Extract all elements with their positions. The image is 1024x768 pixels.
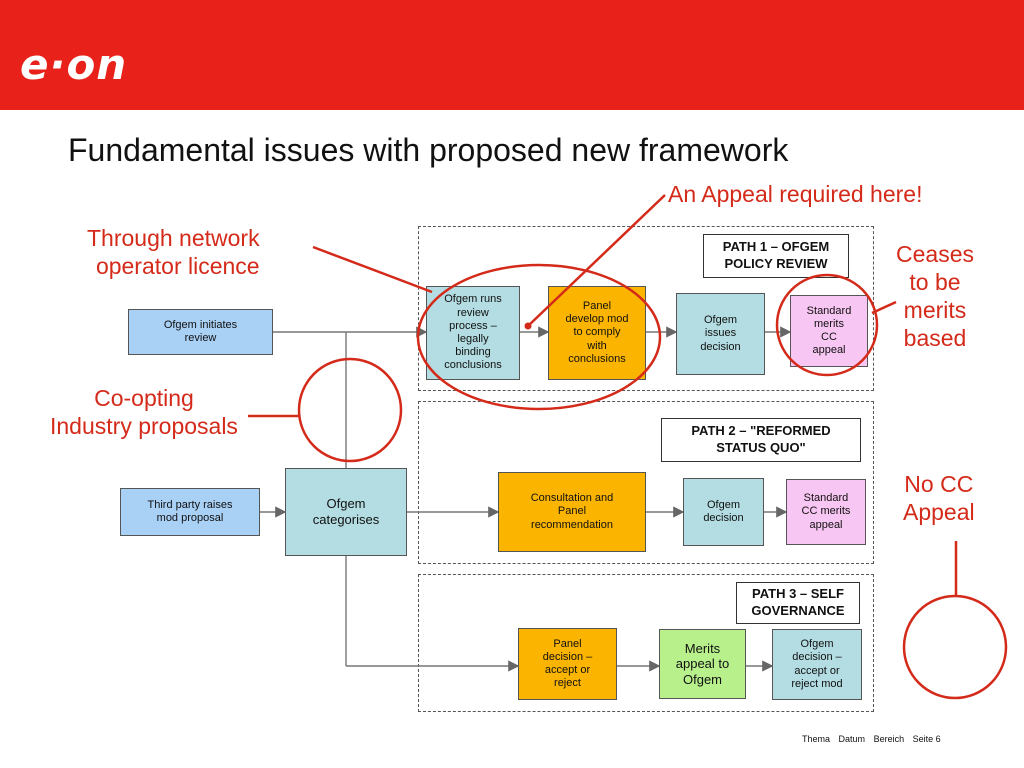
path1-cc-appeal-box: Standard merits CC appeal [790,295,868,367]
ceases-merits-note: Ceases to be merits based [896,241,974,352]
path2-frame [418,401,874,564]
path1-panel-develop-box: Panel develop mod to comply with conclus… [548,286,646,380]
path1-label: PATH 1 – OFGEM POLICY REVIEW [703,234,849,278]
third-party-mod-proposal-box: Third party raises mod proposal [120,488,260,536]
footer: Thema Datum Bereich Seite 6 [802,734,947,744]
path1-highlight-ellipse [416,263,662,411]
ofgem-initiates-review-box: Ofgem initiates review [128,309,273,355]
co-opting-note: Co-opting Industry proposals [50,385,238,440]
network-licence-pointer [312,245,433,294]
path1-ofgem-decision-box: Ofgem issues decision [676,293,765,375]
footer-page-number: Seite 6 [912,734,941,744]
appeal-required-pointer [527,194,666,327]
no-cc-appeal-note: No CC Appeal [903,471,975,526]
path3-panel-decision-box: Panel decision – accept or reject [518,628,617,700]
ofgem-categorises-box: Ofgem categorises [285,468,407,556]
path3-label: PATH 3 – SELF GOVERNANCE [736,582,860,624]
path3-merits-appeal-box: Merits appeal to Ofgem [659,629,746,699]
no-cc-appeal-circle [902,594,1008,700]
footer-bereich: Bereich [873,734,905,744]
footer-datum: Datum [838,734,866,744]
path2-label: PATH 2 – "REFORMED STATUS QUO" [661,418,861,462]
path3-frame [418,574,874,712]
header-bar: e·on [0,0,1024,110]
ceases-pointer [871,300,897,315]
appeal-required-note: An Appeal required here! [668,181,923,207]
footer-thema: Thema [802,734,831,744]
eon-logo: e·on [20,40,128,89]
path2-ofgem-decision-box: Ofgem decision [683,478,764,546]
path3-ofgem-decision-box: Ofgem decision – accept or reject mod [772,629,862,700]
pointer-dot [524,322,532,330]
path2-consultation-box: Consultation and Panel recommendation [498,472,646,552]
slide-title: Fundamental issues with proposed new fra… [68,132,789,168]
cc-appeal-highlight-circle [775,273,879,377]
through-network-note: Through network operator licence [87,225,260,280]
co-opting-circle [297,357,403,463]
path2-cc-appeal-box: Standard CC merits appeal [786,479,866,545]
path1-review-process-box: Ofgem runs review process – legally bind… [426,286,520,380]
